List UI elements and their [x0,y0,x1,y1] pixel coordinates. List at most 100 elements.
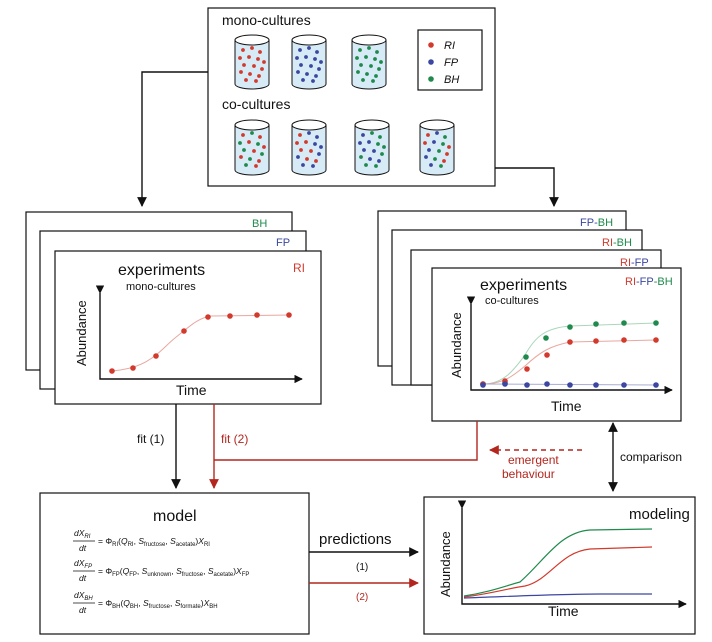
co-bh-point [653,320,659,326]
cell-dot-fp [314,74,318,78]
cell-dot-bh [365,72,369,76]
culture-vessels [234,34,455,176]
cell-dot-bh [371,79,375,83]
cell-dot-ri [241,133,245,137]
model-ri-curve [463,546,653,598]
cell-dot-fp [301,78,305,82]
co-card-label-ri-fp-bh-part: RI [625,276,636,288]
co-ri-point [524,366,530,372]
cell-dot-bh [250,131,254,135]
mono-ri-vessel [234,34,270,90]
mono-ri-curve [111,314,291,372]
co-card-label-ri-fp-part: FP [635,257,649,269]
vessel-rim [419,119,455,131]
co-ri-bh-vessel [234,119,270,176]
culture-panel: mono-cultures co-cultures RI FP BH [207,7,496,187]
cell-dot-ri [239,70,243,74]
modeling-title: modeling [629,506,690,523]
co-card-label-ri-fp-bh: RI-FP-BH [625,276,673,288]
cell-dot-fp [362,148,366,152]
mono-plot-xlabel: Time [176,382,207,398]
co-fp-point [567,382,573,388]
cell-dot-ri [442,159,446,163]
co-bh-point [567,324,573,330]
cell-dot-bh [244,163,248,167]
mono-ri-point [254,312,260,318]
co-card-label-ri-fp-bh-part: - [654,276,658,288]
cell-dot-fp [298,48,302,52]
fit2-label: fit (2) [221,432,248,446]
arrow-to-co-experiments [495,167,559,207]
vessel-rim [291,119,327,131]
vessel-rim [291,34,327,46]
cell-dot-ri [239,155,243,159]
mono-experiments-stack: BH FP RI experiments mono-cultures Abund… [25,211,322,405]
legend-label-bh: BH [444,74,459,86]
species-legend: RI FP BH [417,29,483,91]
model-bh-curve [463,528,653,597]
cell-dot-ri [299,148,303,152]
cell-dot-bh [374,74,378,78]
svg-text:dt: dt [79,605,87,615]
mono-ri-point [205,314,211,320]
model-frame [39,492,310,635]
co-plot-axes [466,296,673,395]
co-fp-point [480,382,486,388]
cell-dot-fp [429,163,433,167]
mono-ri-point [109,368,115,374]
cell-dot-fp [309,64,313,68]
cell-dot-bh [373,57,377,61]
cell-dot-bh [248,157,252,161]
co-ri-point [567,339,573,345]
mono-cultures-title: mono-cultures [222,12,311,28]
co-bh-point [621,320,627,326]
modeling-plot-xlabel: Time [548,603,579,619]
cell-dot-ri [260,67,264,71]
cell-dot-bh [441,142,445,146]
legend-label-ri: RI [444,40,455,52]
mono-plot-ylabel: Abundance [74,300,89,366]
cell-dot-fp [319,145,323,149]
cell-dot-fp [427,148,431,152]
cell-dot-ri [305,157,309,161]
modeling-plot-axes [457,500,687,609]
co-card-label-ri-bh-part: - [613,237,617,249]
cell-dot-ri [426,133,430,137]
mono-bh-vessel [351,34,387,90]
cell-dot-bh [359,63,363,67]
mono-card-label-ri: RI [293,261,305,275]
svg-text:dt: dt [79,573,87,583]
emergent-label-line2: behaviour [502,467,555,481]
co-cultures-title: co-cultures [222,96,290,112]
co-card-label-ri-fp-part: RI [620,257,631,269]
cell-dot-bh [355,56,359,60]
cell-dot-fp [307,131,311,135]
cell-dot-ri [445,152,449,156]
cell-dot-ri [295,141,299,145]
co-ri-fp-bh-vessel [419,119,455,176]
co-card-label-ri-fp-bh-part: FP [640,276,654,288]
svg-text:dt: dt [79,543,87,553]
co-card-label-fp-bh: FP-BH [580,217,613,229]
co-bh-point [523,354,529,360]
cell-dot-ri [304,140,308,144]
cell-dot-fp [432,140,436,144]
co-card-label-fp-bh-part: BH [598,217,613,229]
cell-dot-fp [296,70,300,74]
cell-dot-ri [309,149,313,153]
legend-marker-bh [428,76,434,82]
model-panel: model dXRI dt = ΦRI(QRI, Sfructose, Sace… [39,492,310,635]
cell-dot-ri [298,133,302,137]
cell-dot-bh [380,152,384,156]
cell-dot-bh [443,135,447,139]
cell-dot-ri [447,145,451,149]
co-fp-point [544,381,550,387]
arrow-to-mono-experiments [137,71,208,207]
co-plot-xlabel: Time [551,398,582,414]
cell-dot-fp [311,79,315,83]
mono-experiments-subtitle: mono-cultures [126,281,196,293]
mono-experiments-title: experiments [118,262,205,279]
cell-dot-bh [437,149,441,153]
cell-dot-fp [358,141,362,145]
mono-ri-point [227,313,233,319]
